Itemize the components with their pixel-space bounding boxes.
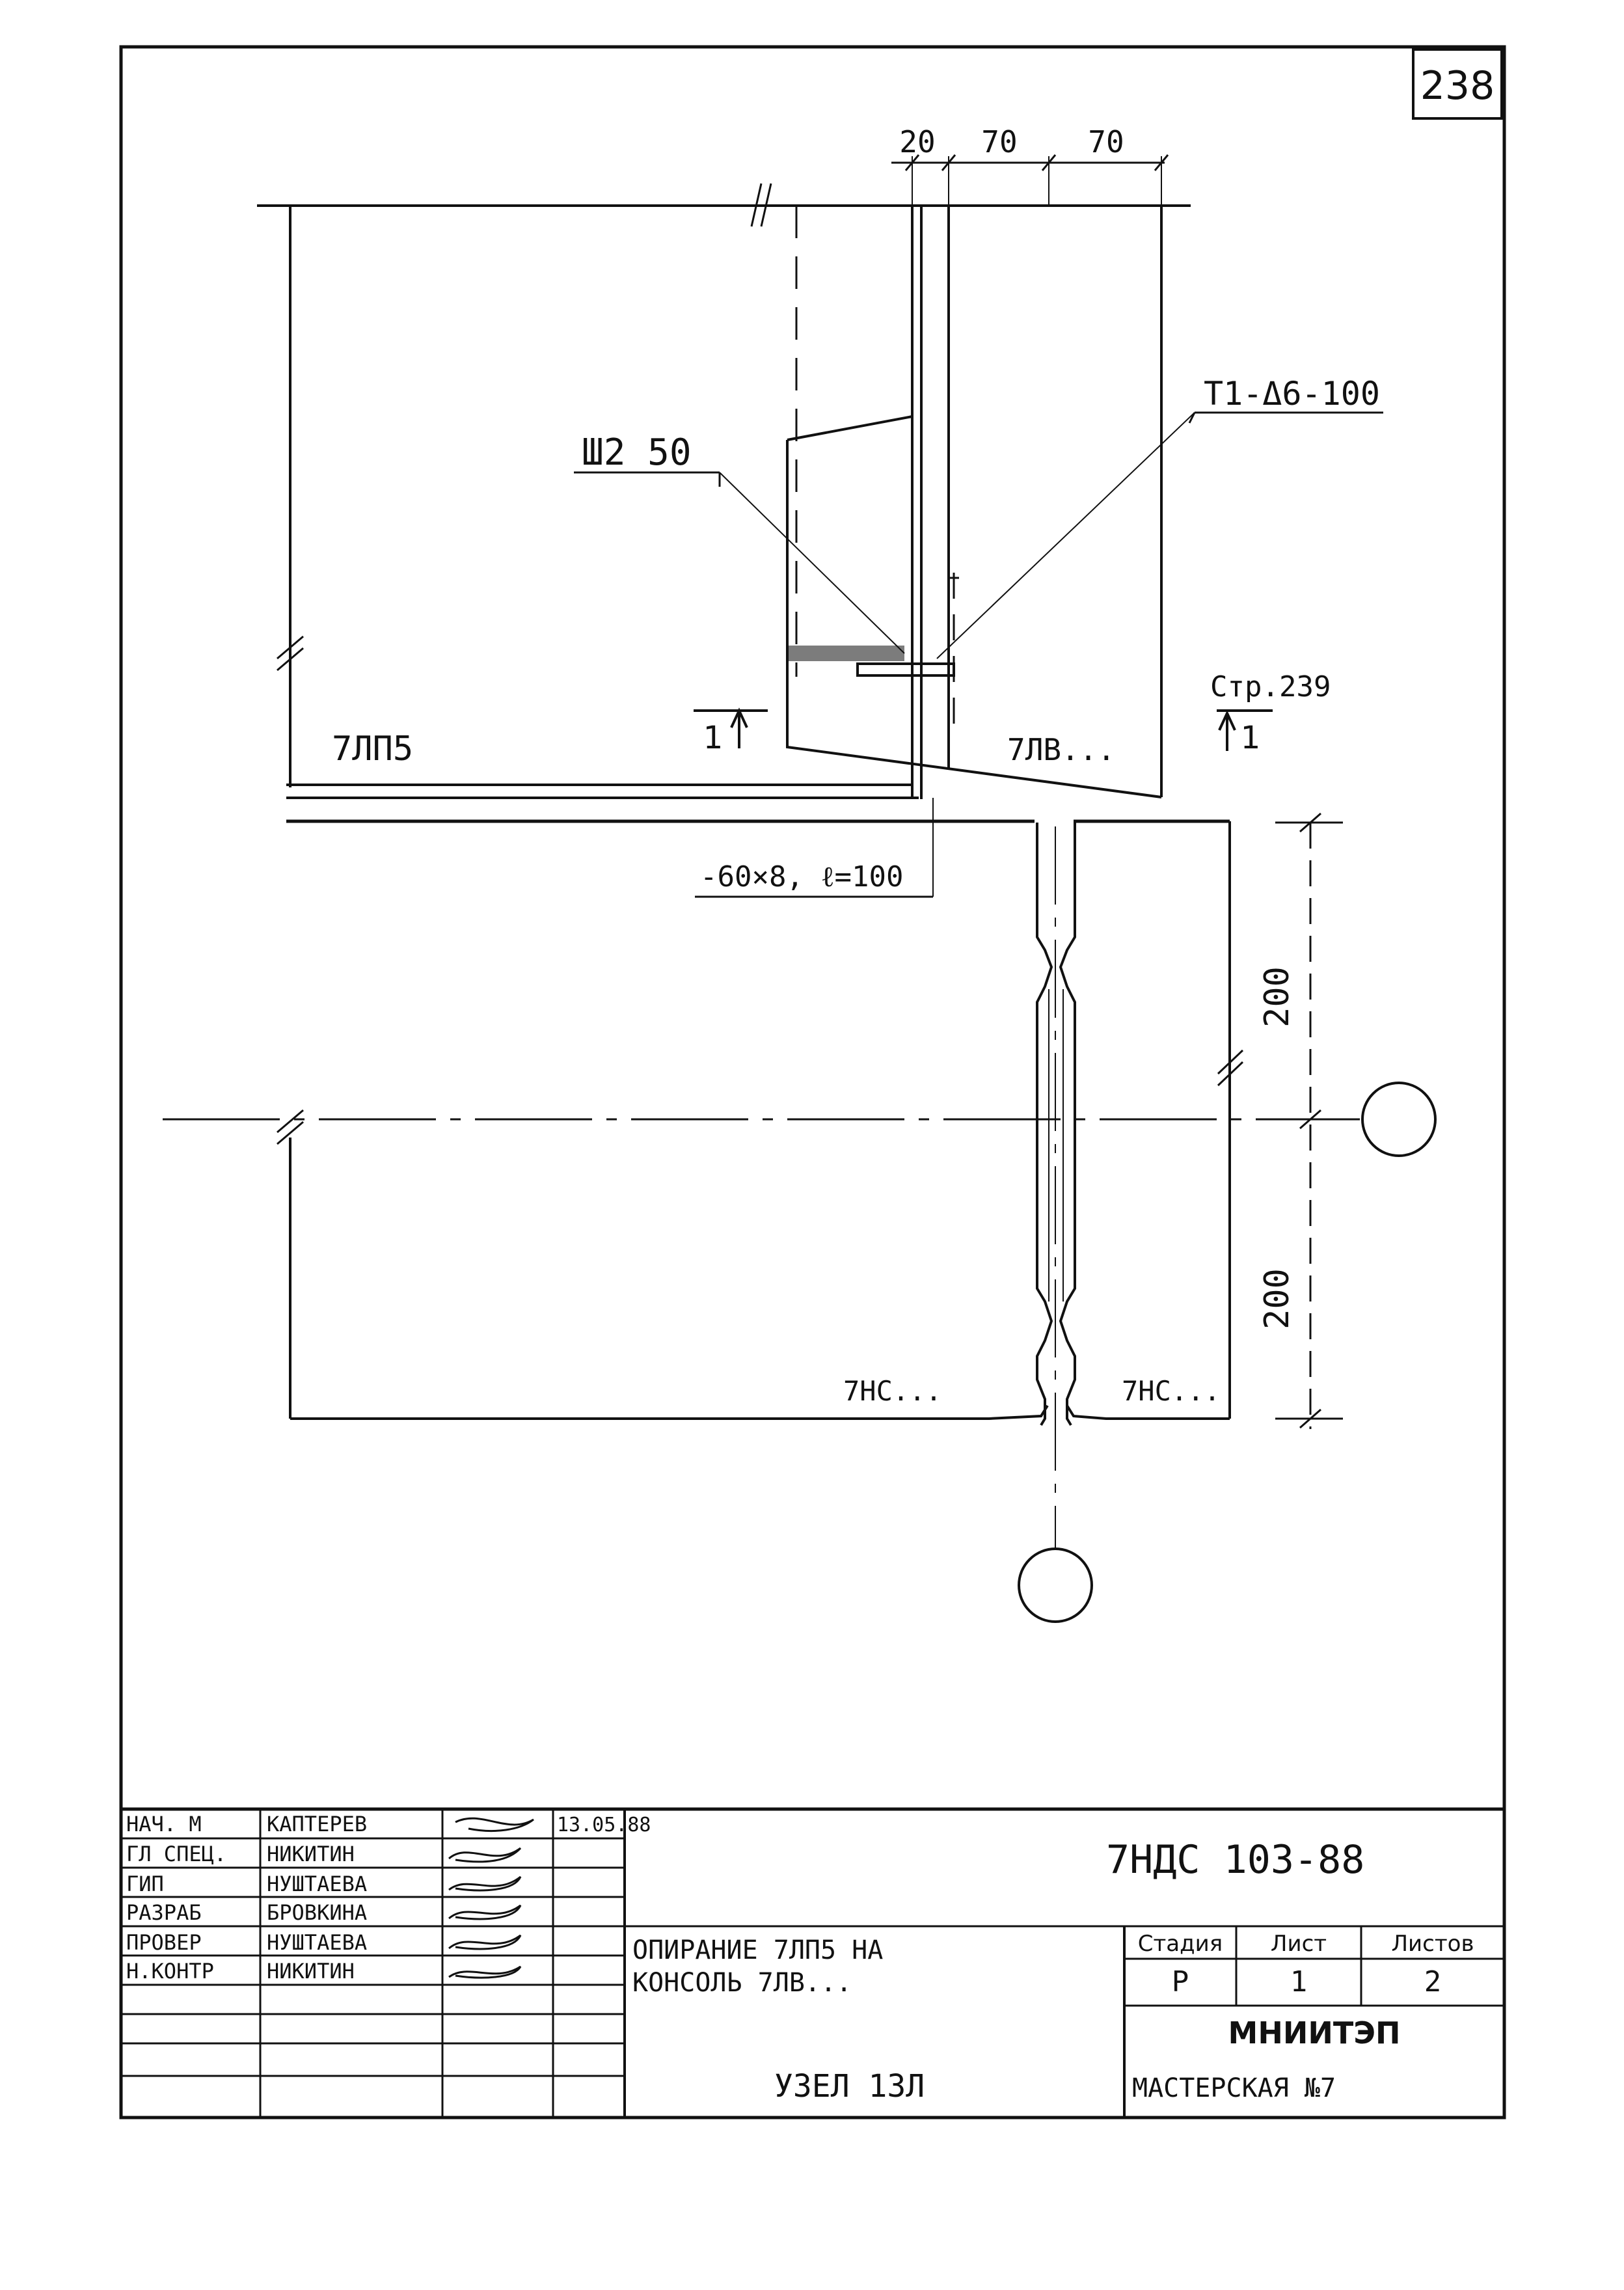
top-dimension: 20 70 70: [891, 124, 1169, 206]
embedded-plate: [856, 662, 955, 677]
signatures: [448, 1817, 534, 1979]
label-slab: 7ЛП5: [332, 729, 413, 769]
tb-role-5: ПРОВЕР: [126, 1930, 202, 1955]
section-number-right: 1: [1241, 720, 1261, 756]
section-marker-right: Стр.239 1: [1210, 670, 1331, 756]
weld-hatch: [787, 646, 904, 661]
dim-vertical-1: 200: [1258, 966, 1297, 1028]
dim-top-2: 70: [981, 124, 1017, 159]
label-wall-left: 7НС...: [843, 1375, 942, 1407]
axis-bubble-right: [1361, 1082, 1437, 1157]
label-plate: -60×8, ℓ=100: [700, 860, 903, 893]
tb-stage-value: Р: [1172, 1965, 1189, 1998]
callout-plate: -60×8, ℓ=100: [695, 798, 934, 898]
tb-organization: МНИИТЭП: [1228, 2015, 1401, 2051]
wall-joint: [290, 821, 1244, 1426]
dim-top-3: 70: [1088, 124, 1124, 159]
tb-date-1: 13.05.88: [557, 1814, 651, 1836]
section-number-left: 1: [703, 720, 724, 756]
callout-weld-left: Ш2 50: [574, 431, 905, 654]
tb-name-6: НИКИТИН: [267, 1959, 355, 1983]
title-block: НАЧ. М КАПТЕРЕВ 13.05.88 ГЛ СПЕЦ. НИКИТИ…: [121, 1807, 1504, 2118]
tb-sheets-value: 2: [1424, 1965, 1442, 1998]
tb-description-2: КОНСОЛЬ 7ЛВ...: [632, 1968, 852, 1998]
section-reference: Стр.239: [1210, 670, 1331, 703]
tb-name-4: БРОВКИНА: [267, 1900, 367, 1925]
console-outline: [786, 415, 1162, 798]
tb-doc-code: 7НДС 103-88: [1106, 1837, 1364, 1883]
tb-role-6: Н.КОНТР: [126, 1959, 214, 1983]
axis-bubble-bottom: [1018, 1547, 1093, 1623]
tb-role-1: НАЧ. М: [126, 1812, 202, 1836]
tb-node-title: УЗЕЛ 13Л: [774, 2068, 925, 2105]
tb-role-3: ГИП: [126, 1872, 164, 1896]
label-console: 7ЛВ...: [1007, 732, 1115, 767]
tb-description-1: ОПИРАНИЕ 7ЛП5 НА: [632, 1935, 883, 1965]
label-wall-right: 7НС...: [1122, 1375, 1221, 1407]
sheet-number: 238: [1420, 63, 1495, 109]
drawing-area: 20 70 70 Ш2 50 Т1-Δ6-100 -60×8, ℓ=100: [163, 124, 1437, 1623]
vertical-dimension: 200 200: [1258, 812, 1343, 1429]
break-mark-left-2: [277, 1109, 304, 1145]
section-marker-left: 1: [694, 707, 768, 756]
tb-name-3: НУШТАЕВА: [267, 1872, 367, 1896]
tb-name-5: НУШТАЕВА: [267, 1930, 367, 1955]
tb-stage-label: Стадия: [1138, 1931, 1223, 1957]
sheet-number-box: [1412, 48, 1503, 120]
sheet-frame: [119, 45, 1506, 2120]
tb-sheet-label: Лист: [1271, 1931, 1327, 1957]
break-mark-right: [1217, 1049, 1244, 1087]
tb-workshop: МАСТЕРСКАЯ №7: [1132, 2073, 1336, 2103]
tb-name-2: НИКИТИН: [267, 1842, 355, 1866]
tb-role-2: ГЛ СПЕЦ.: [126, 1842, 226, 1866]
tb-sheets-label: Листов: [1391, 1931, 1474, 1957]
break-mark-top: [750, 183, 772, 227]
label-weld-left: Ш2 50: [582, 431, 692, 474]
tb-sheet-value: 1: [1290, 1965, 1308, 1998]
dim-vertical-2: 200: [1258, 1268, 1297, 1329]
tb-name-1: КАПТЕРЕВ: [267, 1812, 367, 1836]
tb-role-4: РАЗРАБ: [126, 1900, 202, 1925]
label-weld-right: Т1-Δ6-100: [1204, 375, 1380, 413]
dim-top-1: 20: [899, 124, 935, 159]
callout-weld-right: Т1-Δ6-100: [936, 375, 1383, 659]
break-mark-left-1: [277, 635, 304, 672]
